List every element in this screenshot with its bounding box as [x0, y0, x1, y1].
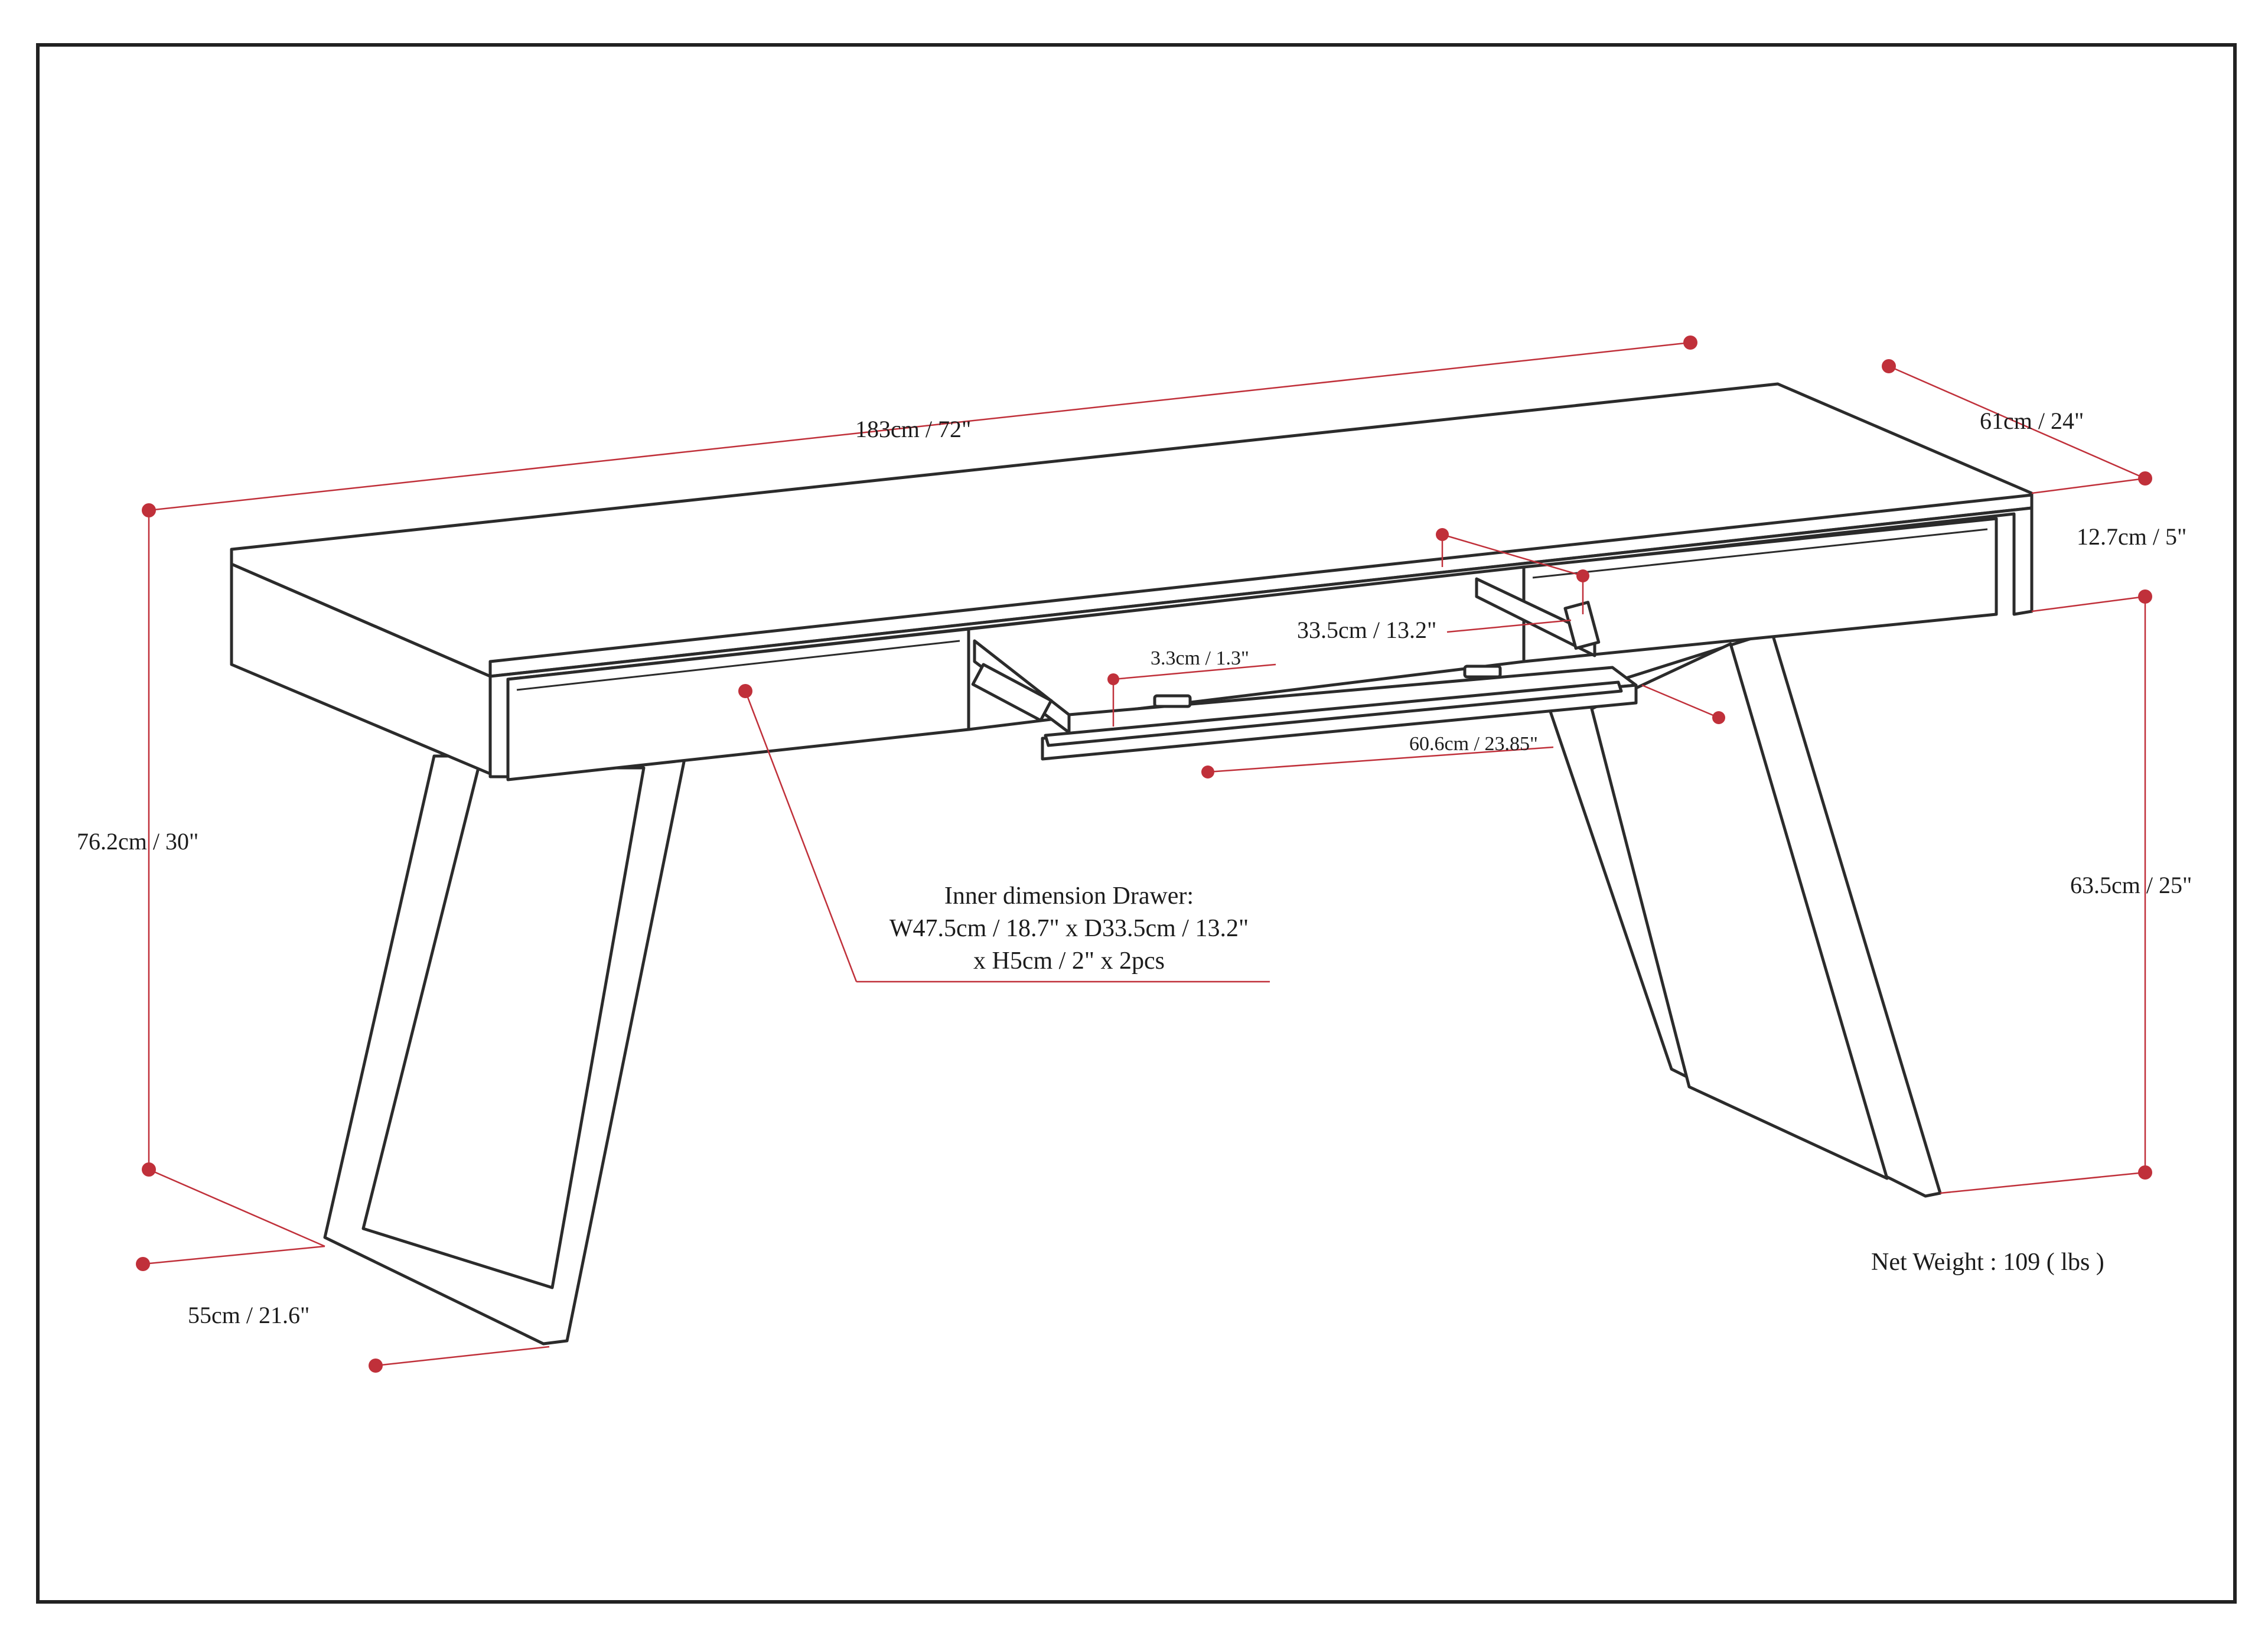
net-weight-label: Net Weight : 109 ( lbs ) [1871, 1249, 2104, 1276]
desk-apron-front [488, 506, 2034, 778]
open-drawer [967, 565, 1638, 761]
drawer-depth-label: 33.5cm / 13.2" [1297, 617, 1436, 643]
dimension-labels: 183cm / 72" 61cm / 24" 12.7cm / 5" 76.2c… [77, 408, 2192, 1328]
drawer-note-line3: x H5cm / 2" x 2pcs [973, 947, 1165, 975]
right-leg [1546, 630, 1942, 1198]
dimension-lines [136, 335, 2152, 1373]
width-label: 183cm / 72" [855, 416, 971, 442]
drawer-width-label: 60.6cm / 23.85" [1409, 733, 1538, 755]
total-height-label: 76.2cm / 30" [77, 828, 198, 855]
depth-label: 61cm / 24" [1980, 408, 2084, 434]
drawer-note-line1: Inner dimension Drawer: [944, 882, 1194, 910]
top-thickness-label: 12.7cm / 5" [2077, 523, 2186, 550]
diagram-frame [36, 43, 2237, 1604]
drawer-note-line2: W47.5cm / 18.7" x D33.5cm / 13.2" [889, 915, 1249, 942]
drawer-height-label: 3.3cm / 1.3" [1151, 647, 1249, 669]
leg-height-label: 63.5cm / 25" [2070, 872, 2192, 898]
leg-depth-label: 55cm / 21.6" [188, 1302, 309, 1328]
desk-drawing [230, 382, 2034, 1346]
left-leg [323, 754, 687, 1346]
